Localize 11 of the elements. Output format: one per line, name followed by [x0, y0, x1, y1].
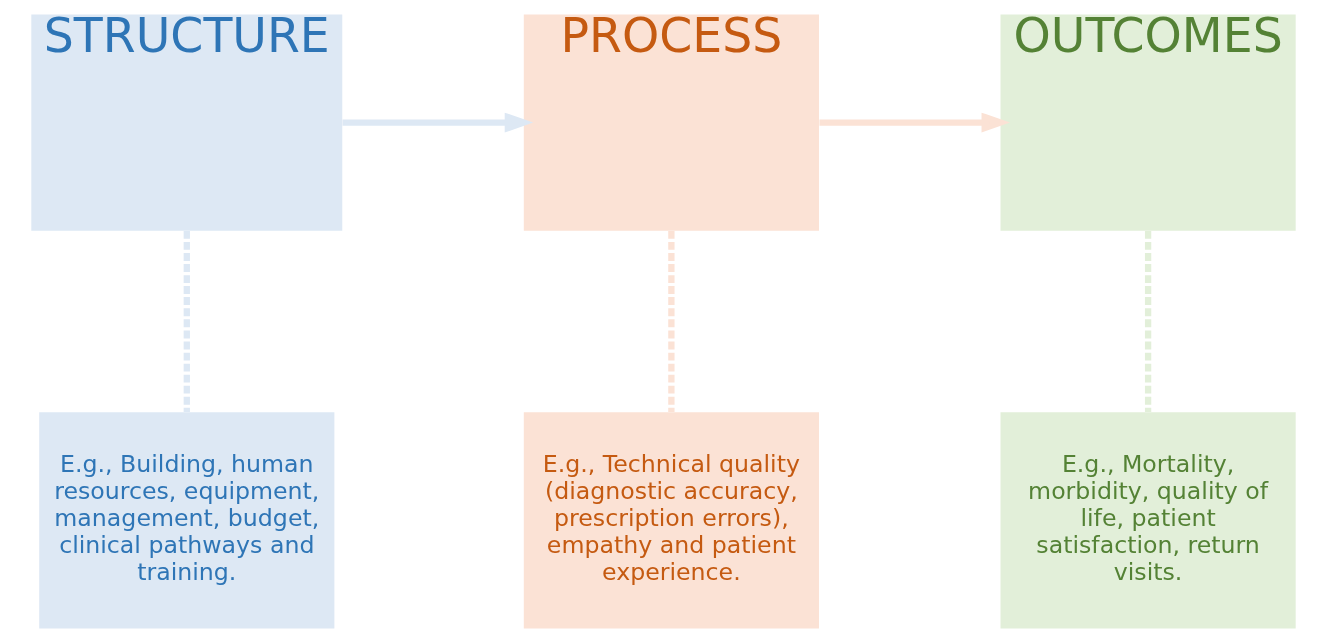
- arrow: [819, 112, 1010, 133]
- node-box: STRUCTURE: [31, 14, 343, 231]
- connector: [1144, 230, 1152, 412]
- node-box: PROCESS: [523, 14, 819, 231]
- node-box: E.g., Technical quality (diagnostic accuracy, prescription errors), empathy and patient experience.: [523, 412, 819, 629]
- node-box: E.g., Building, human resources, equipment, management, budget, clinical pathways and training.: [39, 412, 335, 629]
- connector: [183, 230, 190, 412]
- node-box: OUTCOMES: [1000, 14, 1296, 231]
- connector: [668, 230, 675, 412]
- arrow: [342, 112, 534, 133]
- node-box: E.g., Mortality, morbidity, quality of life, patient satisfaction, return visits.: [1000, 412, 1296, 629]
